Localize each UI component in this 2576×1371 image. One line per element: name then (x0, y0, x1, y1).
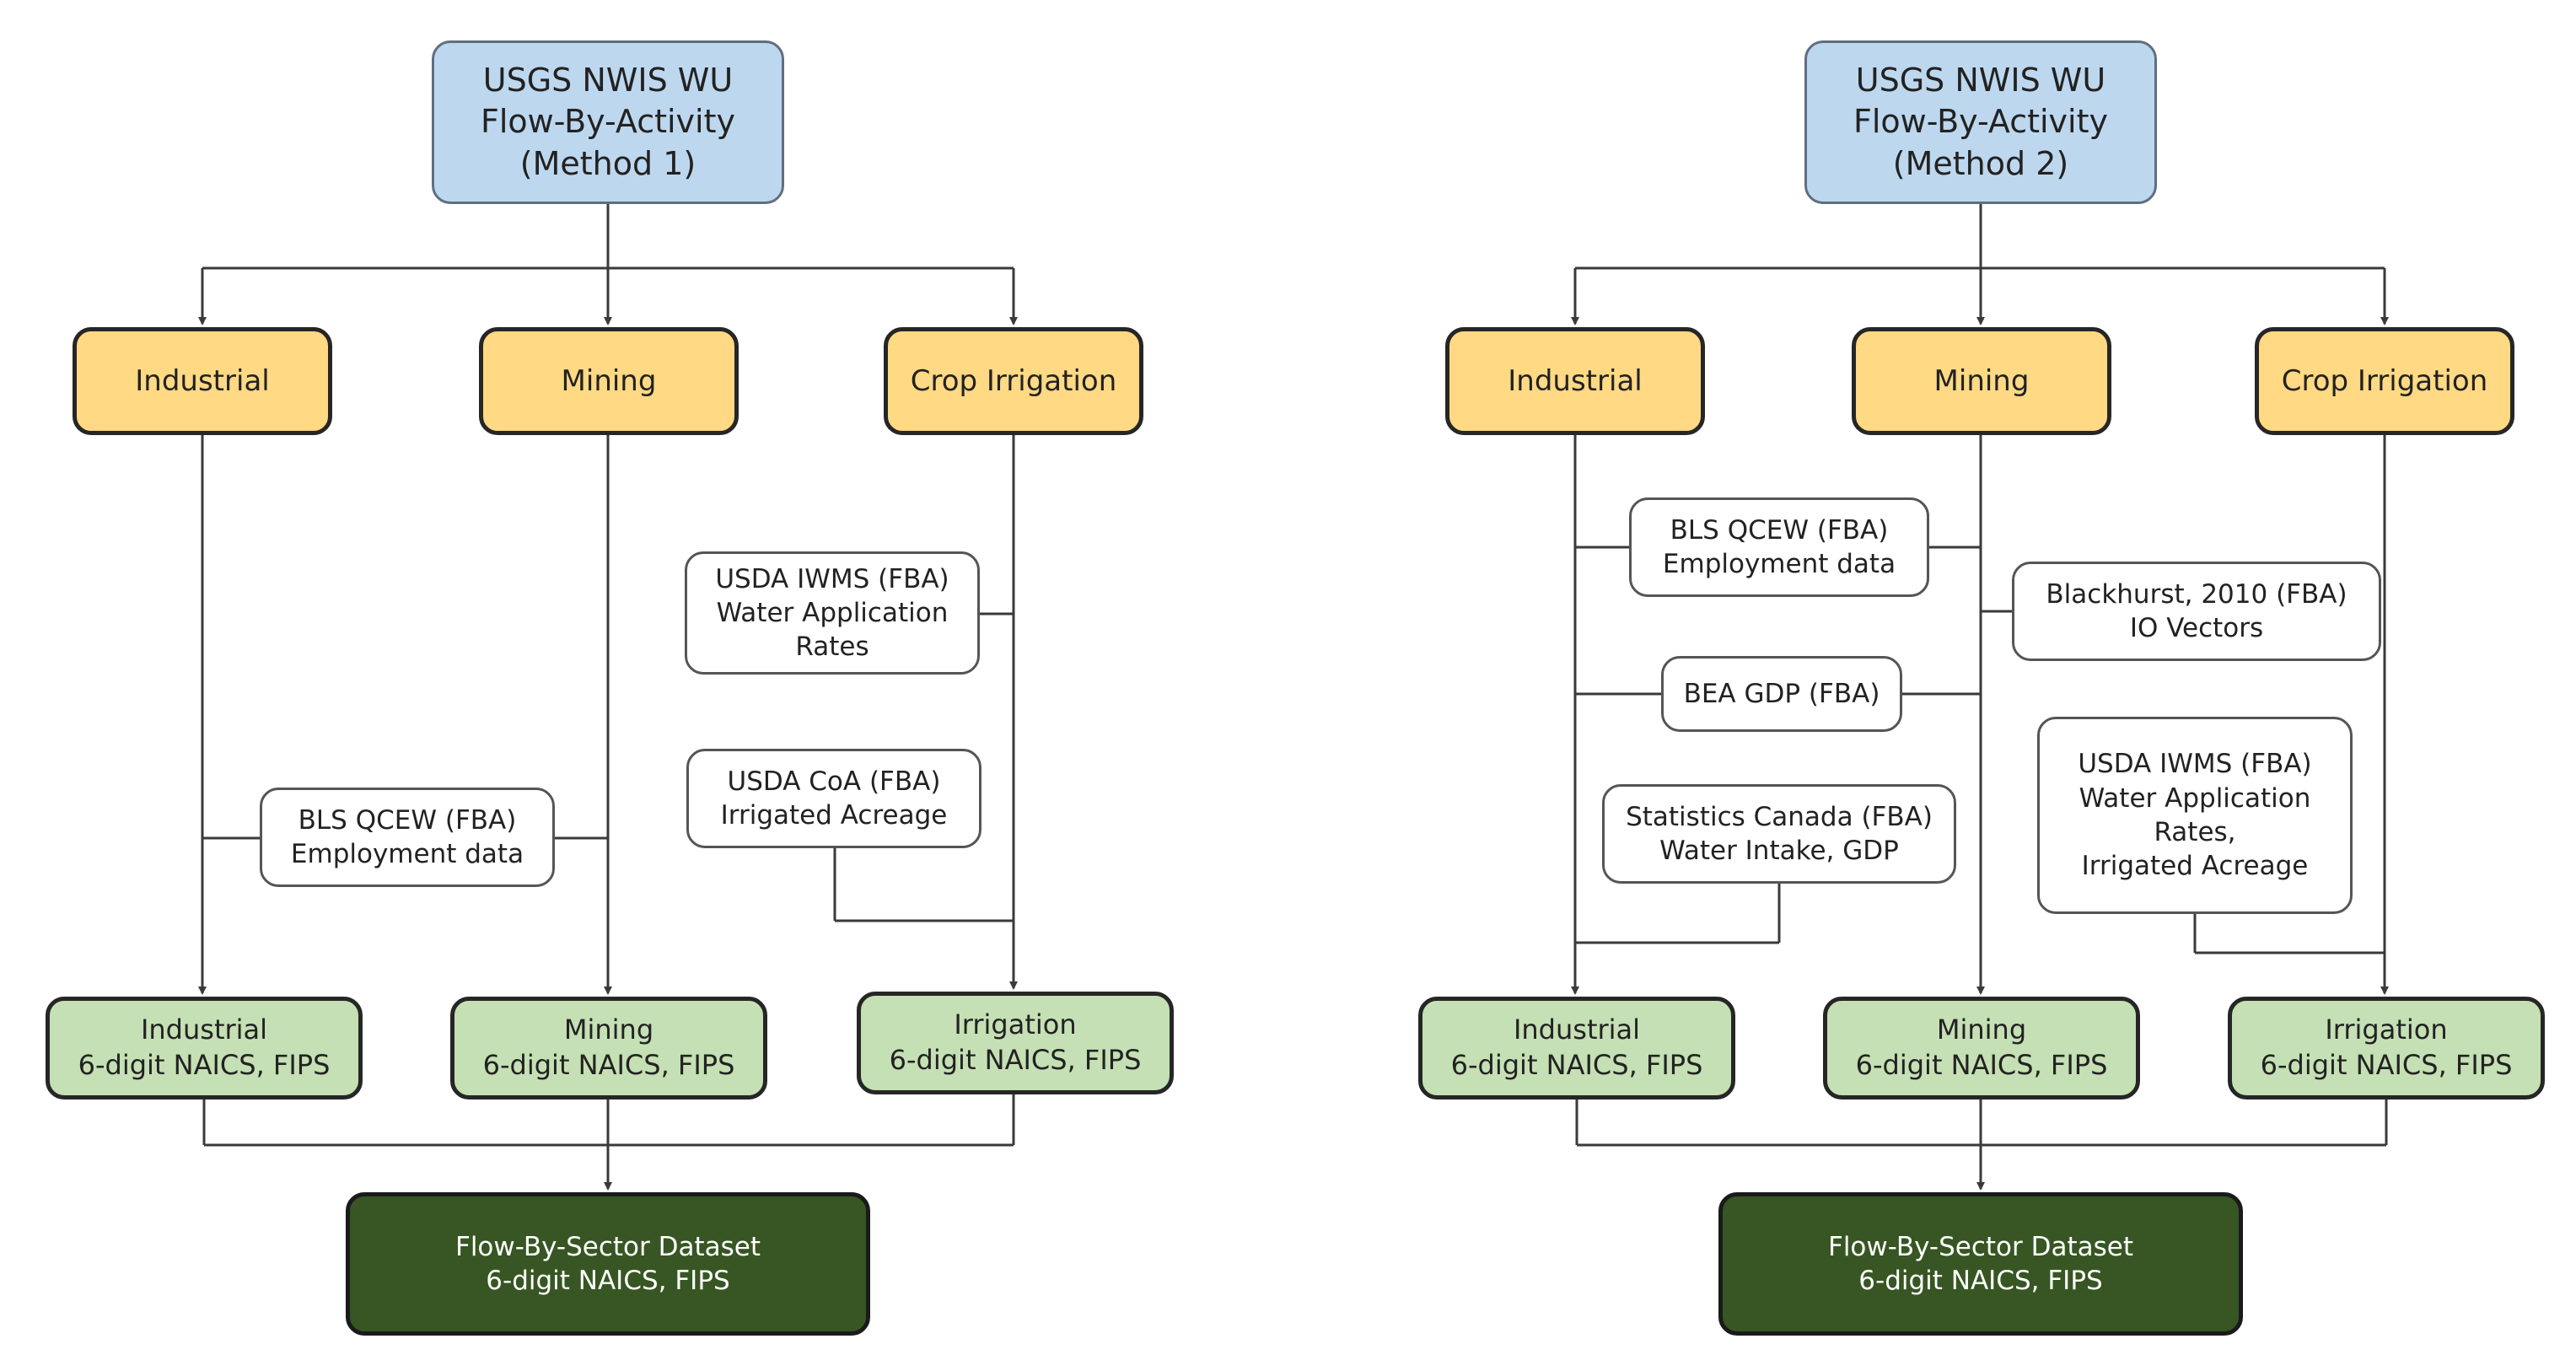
m2-sector-irrigation: Irrigation 6-digit NAICS, FIPS (2228, 997, 2545, 1099)
m1-activity-industrial: Industrial (73, 327, 332, 435)
m1-ref-usda-coa: USDA CoA (FBA) Irrigated Acreage (686, 749, 981, 848)
m1-flow-by-sector-dataset: Flow-By-Sector Dataset 6-digit NAICS, FI… (346, 1192, 870, 1336)
m2-ref-statistics-canada: Statistics Canada (FBA) Water Intake, GD… (1602, 784, 1956, 884)
m1-activity-crop-irrigation: Crop Irrigation (884, 327, 1143, 435)
m2-ref-usda-iwms: USDA IWMS (FBA) Water Application Rates,… (2037, 717, 2353, 914)
m1-sector-irrigation: Irrigation 6-digit NAICS, FIPS (857, 992, 1174, 1094)
m1-sector-mining: Mining 6-digit NAICS, FIPS (450, 997, 767, 1099)
m2-activity-mining: Mining (1852, 327, 2111, 435)
m2-sector-industrial: Industrial 6-digit NAICS, FIPS (1418, 997, 1735, 1099)
m2-flow-by-sector-dataset: Flow-By-Sector Dataset 6-digit NAICS, FI… (1718, 1192, 2243, 1336)
m2-ref-bls-qcew: BLS QCEW (FBA) Employment data (1629, 497, 1929, 597)
m2-sector-mining: Mining 6-digit NAICS, FIPS (1823, 997, 2140, 1099)
m2-source-box: USGS NWIS WU Flow-By-Activity (Method 2) (1804, 40, 2157, 204)
m1-ref-bls-qcew: BLS QCEW (FBA) Employment data (260, 788, 555, 887)
m2-activity-crop-irrigation: Crop Irrigation (2255, 327, 2514, 435)
m1-sector-industrial: Industrial 6-digit NAICS, FIPS (46, 997, 363, 1099)
m2-ref-blackhurst: Blackhurst, 2010 (FBA) IO Vectors (2012, 562, 2381, 661)
m2-ref-bea-gdp: BEA GDP (FBA) (1661, 656, 1902, 732)
m2-activity-industrial: Industrial (1445, 327, 1705, 435)
m1-source-box: USGS NWIS WU Flow-By-Activity (Method 1) (432, 40, 784, 204)
m1-ref-usda-iwms: USDA IWMS (FBA) Water Application Rates (685, 551, 980, 675)
m1-activity-mining: Mining (479, 327, 739, 435)
